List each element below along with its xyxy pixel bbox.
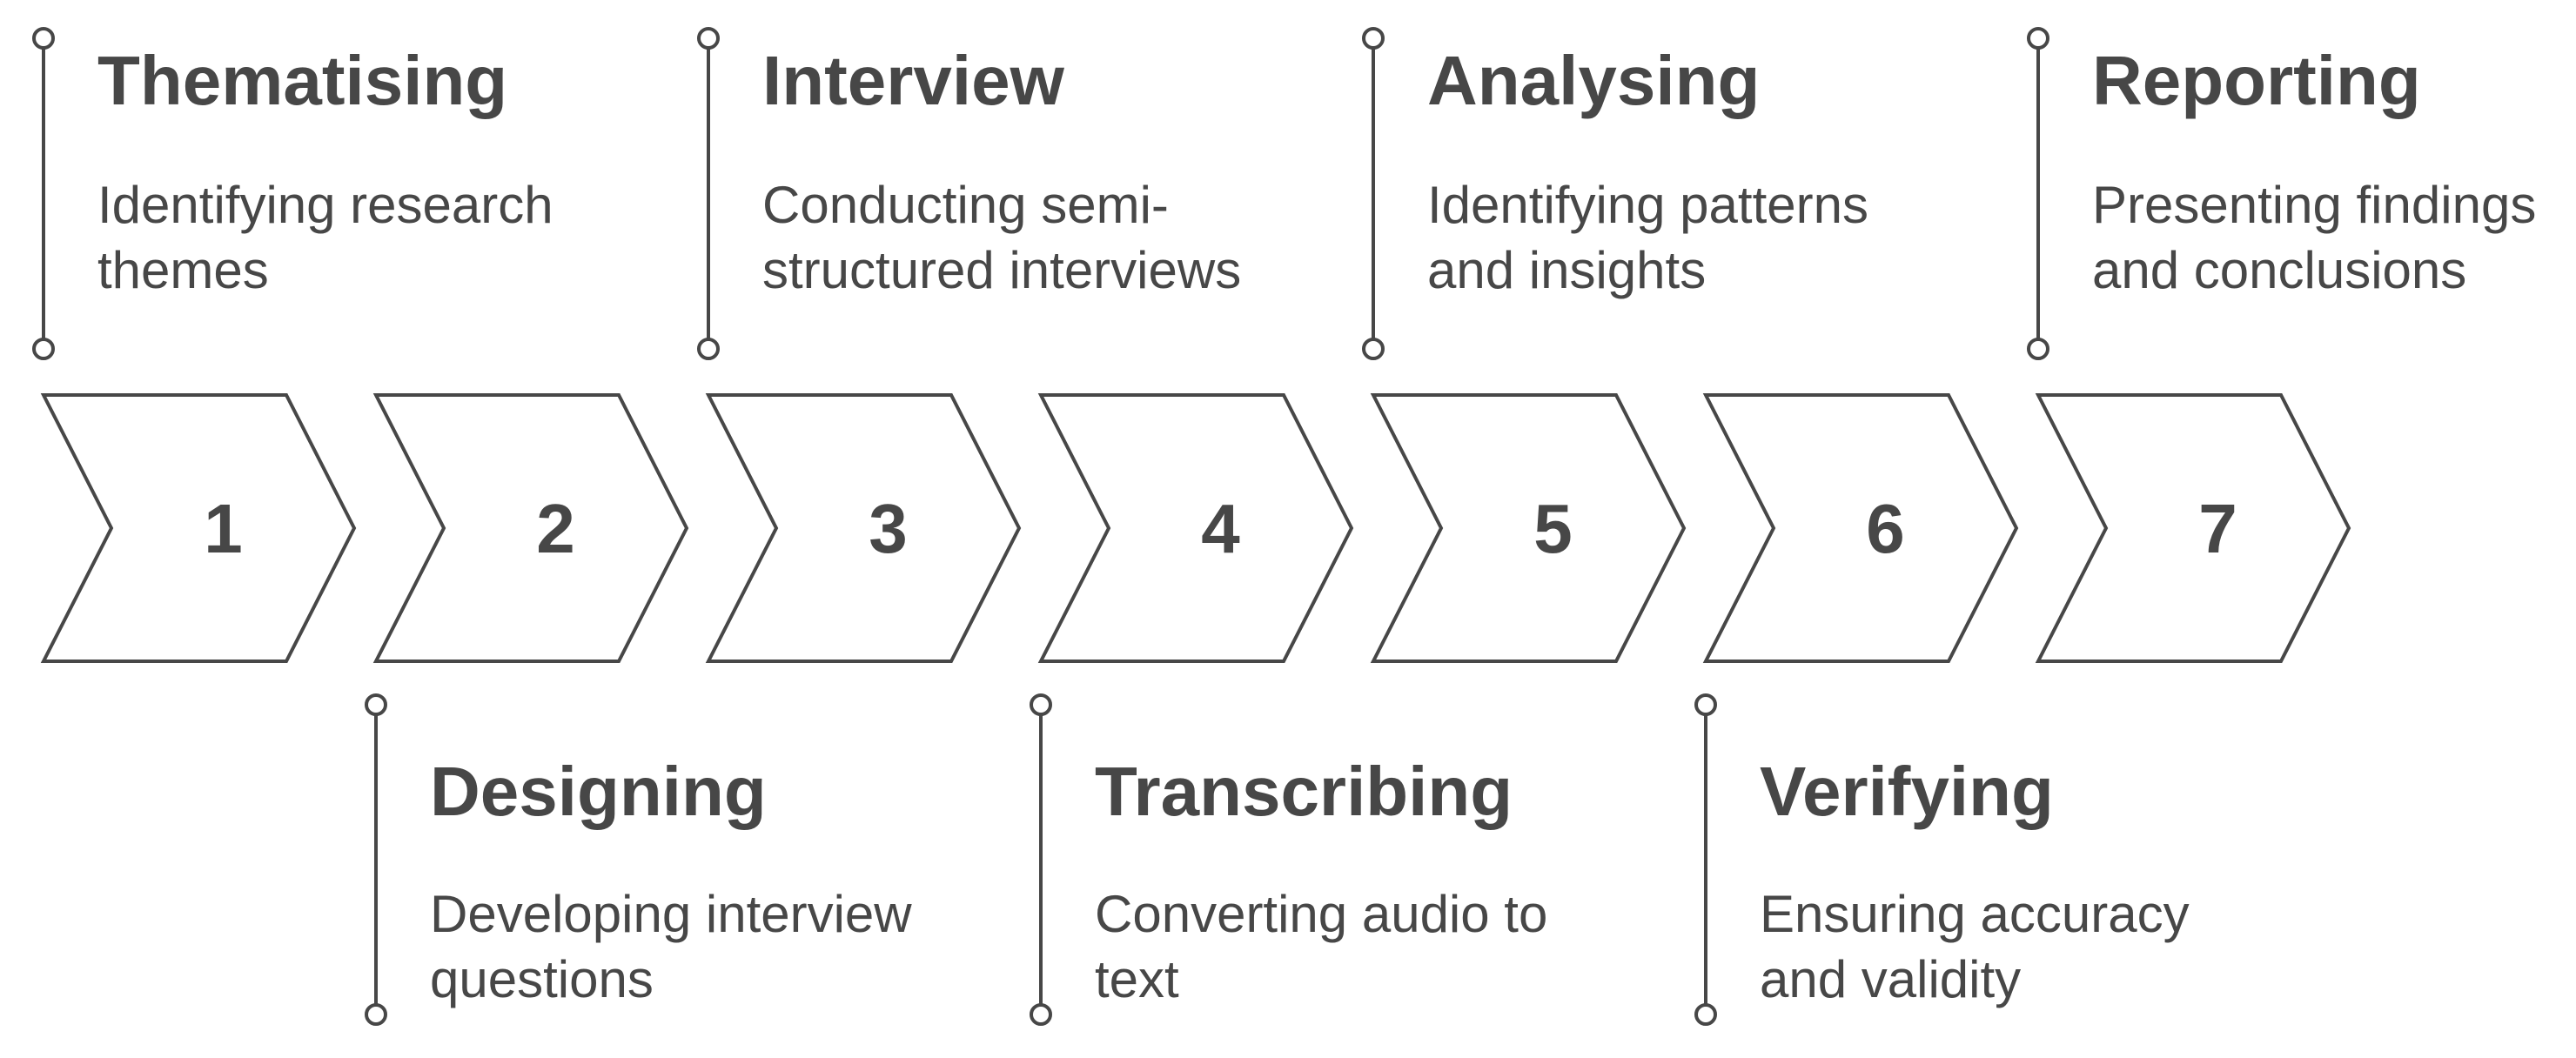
step-6-connector-dot-end: [1694, 1003, 1717, 1026]
step-5-connector-dot-start: [1362, 27, 1385, 50]
step-6-title: Verifying: [1760, 753, 2054, 830]
step-1-title: Thematising: [97, 42, 507, 119]
step-4-number: 4: [1201, 490, 1240, 567]
step-4-title: Transcribing: [1095, 753, 1513, 830]
step-7-description-line-2: and conclusions: [2092, 241, 2466, 299]
step-3-number: 3: [869, 490, 908, 567]
step-7-title: Reporting: [2092, 42, 2421, 119]
step-4-connector-dot-start: [1030, 693, 1052, 716]
step-2-description-line-2: questions: [430, 950, 654, 1008]
step-1-description-line-2: themes: [97, 241, 269, 299]
step-2-description-line-1: Developing interview: [430, 885, 912, 943]
step-2-connector-dot-end: [365, 1003, 387, 1026]
step-1-chevron: [40, 393, 357, 663]
step-2-chevron: [372, 393, 689, 663]
step-6-connector-dot-start: [1694, 693, 1717, 716]
step-6-chevron: [1702, 393, 2019, 663]
step-4-chevron: [1037, 393, 1354, 663]
step-3-description-line-1: Conducting semi-: [762, 176, 1169, 234]
step-5-description-line-2: and insights: [1427, 241, 1706, 299]
step-2-title: Designing: [430, 753, 767, 830]
step-5-number: 5: [1533, 490, 1573, 567]
step-3-chevron: [705, 393, 1022, 663]
step-3-connector-dot-end: [697, 338, 720, 360]
step-1-description-line-1: Identifying research: [97, 176, 553, 234]
step-7-number: 7: [2198, 490, 2237, 567]
step-4-description-line-2: text: [1095, 950, 1179, 1008]
step-7-description-line-1: Presenting findings: [2092, 176, 2536, 234]
step-3-connector-dot-start: [697, 27, 720, 50]
step-6-number: 6: [1866, 490, 1905, 567]
step-6-description-line-1: Ensuring accuracy: [1760, 885, 2190, 943]
step-3-description-line-2: structured interviews: [762, 241, 1241, 299]
step-1-connector-dot-end: [32, 338, 55, 360]
step-3-title: Interview: [762, 42, 1065, 119]
step-1-number: 1: [204, 490, 243, 567]
step-6-description-line-2: and validity: [1760, 950, 2021, 1008]
step-7-connector-dot-start: [2027, 27, 2049, 50]
step-1-connector-dot-start: [32, 27, 55, 50]
step-7-connector-dot-end: [2027, 338, 2049, 360]
step-5-description-line-1: Identifying patterns: [1427, 176, 1868, 234]
step-5-connector-dot-end: [1362, 338, 1385, 360]
step-7-chevron: [2035, 393, 2351, 663]
chevron-row: 1 2 3 4 5 6 7: [40, 393, 2351, 663]
step-5-chevron: [1370, 393, 1687, 663]
step-5-title: Analysing: [1427, 42, 1760, 119]
step-2-number: 2: [536, 490, 575, 567]
step-2-connector-dot-start: [365, 693, 387, 716]
step-4-connector-dot-end: [1030, 1003, 1052, 1026]
step-4-description-line-1: Converting audio to: [1095, 885, 1547, 943]
